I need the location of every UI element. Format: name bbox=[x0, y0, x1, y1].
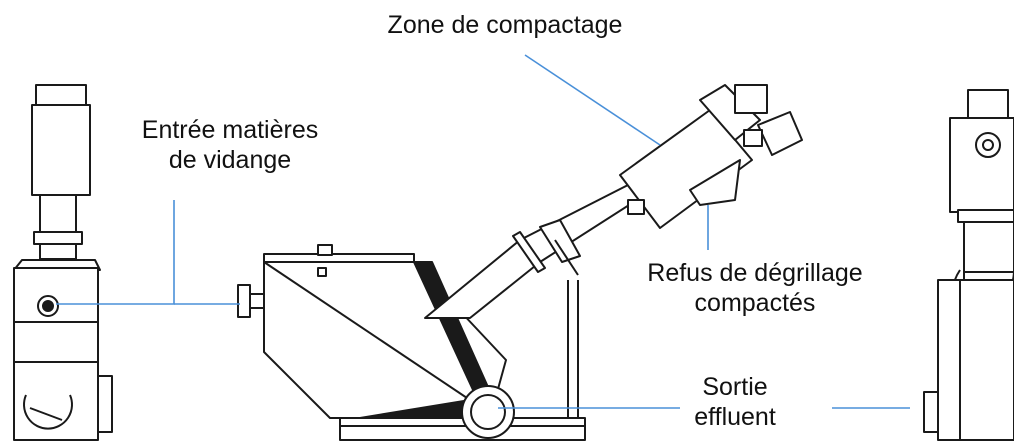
label-zone-compactage: Zone de compactage bbox=[345, 10, 665, 40]
label-refus-line1: Refus de dégrillage bbox=[647, 259, 863, 287]
label-refus-degrillage: Refus de dégrillage compactés bbox=[615, 258, 895, 318]
main-compactor-view bbox=[237, 84, 803, 441]
label-sortie-line2: effluent bbox=[694, 403, 776, 431]
right-front-view bbox=[923, 89, 1014, 441]
label-refus-line2: compactés bbox=[694, 289, 816, 317]
label-entree-line1: Entrée matières bbox=[141, 116, 319, 144]
label-zone-compactage-text: Zone de compactage bbox=[387, 11, 623, 39]
label-entree-line2: de vidange bbox=[168, 146, 292, 174]
left-side-view bbox=[13, 84, 113, 441]
leader-zone-compactage bbox=[524, 54, 661, 146]
label-entree-matieres: Entrée matières de vidange bbox=[100, 115, 360, 175]
label-sortie-effluent: Sortie effluent bbox=[655, 372, 815, 432]
label-sortie-line1: Sortie bbox=[702, 373, 768, 401]
